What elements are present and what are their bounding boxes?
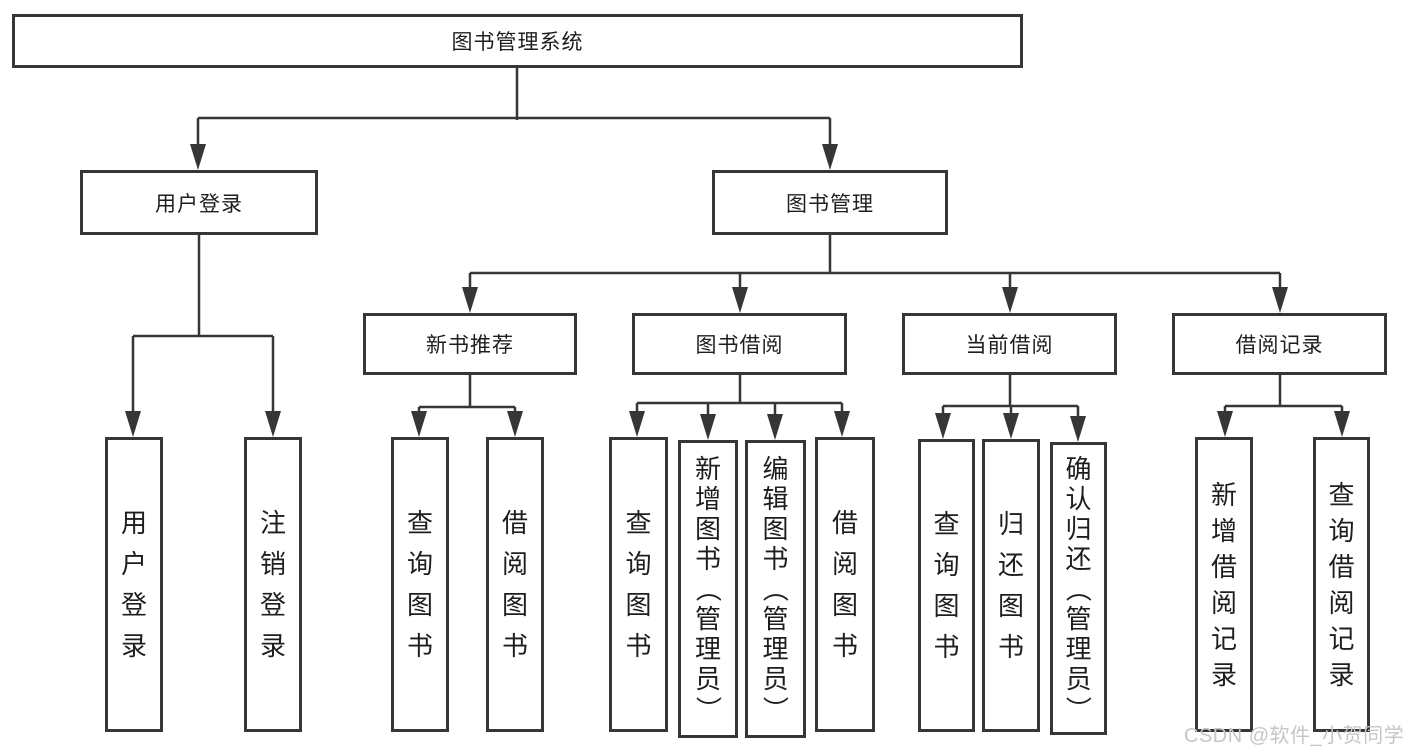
node-borrow-record: 借阅记录 [1172, 313, 1387, 375]
leaf-logout-login: 注销登录 [244, 437, 302, 732]
node-new-book-recommend: 新书推荐 [363, 313, 577, 375]
node-book-borrow: 图书借阅 [632, 313, 847, 375]
csdn-watermark: CSDN @软件_小贺同学 [1184, 725, 1405, 747]
arrowheads [125, 144, 1350, 442]
leaf-nb-query-books: 查询图书 [391, 437, 449, 732]
leaf-bb-edit-books-admin: 编辑图书（管理员） [745, 440, 806, 738]
leaf-bb-query-books: 查询图书 [609, 437, 668, 732]
node-book-management: 图书管理 [712, 170, 948, 235]
leaf-nb-borrow-books: 借阅图书 [486, 437, 544, 732]
leaf-br-add-record: 新增借阅记录 [1195, 437, 1253, 732]
leaf-bb-borrow-books: 借阅图书 [815, 437, 875, 732]
leaf-bb-add-books-admin: 新增图书（管理员） [678, 440, 738, 738]
leaf-cb-confirm-return-admin: 确认归还（管理员） [1050, 442, 1107, 735]
leaf-br-query-record: 查询借阅记录 [1313, 437, 1370, 732]
node-user-login: 用户登录 [80, 170, 318, 235]
leaf-user-login: 用户登录 [105, 437, 163, 732]
node-current-borrow: 当前借阅 [902, 313, 1117, 375]
leaf-cb-return-books: 归还图书 [982, 439, 1040, 732]
leaf-cb-query-books: 查询图书 [918, 439, 975, 732]
node-library-management-system: 图书管理系统 [12, 14, 1023, 68]
